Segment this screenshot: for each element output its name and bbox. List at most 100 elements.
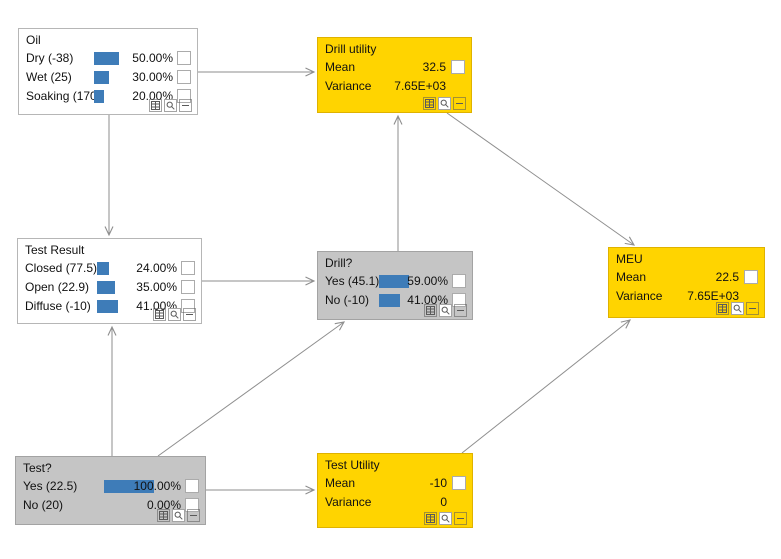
state-label: Dry (-38) xyxy=(26,51,74,65)
state-row: Yes (45.1)59.00% xyxy=(318,272,472,291)
stat-value: 0 xyxy=(440,495,447,509)
node-toolbar xyxy=(149,99,192,112)
minus-icon[interactable] xyxy=(454,304,467,317)
node-title: Oil xyxy=(26,33,41,47)
evidence-checkbox[interactable] xyxy=(452,293,466,307)
evidence-checkbox[interactable] xyxy=(181,261,195,275)
evidence-checkbox[interactable] xyxy=(452,476,466,490)
node-toolbar xyxy=(424,512,467,525)
stat-row: Variance 0 xyxy=(318,493,472,512)
node-test[interactable]: Test? Yes (22.5) 100.00% No (20) 0.00% xyxy=(15,456,206,525)
probability-bar xyxy=(97,262,109,275)
table-icon[interactable] xyxy=(149,99,162,112)
state-row: No (-10) 41.00% xyxy=(318,291,472,310)
probability-label: 24.00% xyxy=(136,261,177,275)
evidence-checkbox[interactable] xyxy=(185,498,199,512)
probability-bar xyxy=(97,281,115,294)
node-toolbar xyxy=(423,97,466,110)
stat-value: 32.5 xyxy=(422,60,446,74)
probability-label: 100.00% xyxy=(133,479,181,493)
evidence-checkbox[interactable] xyxy=(181,280,195,294)
minus-icon[interactable] xyxy=(179,99,192,112)
stat-row: Mean 32.5 xyxy=(318,58,471,77)
node-title: MEU xyxy=(616,252,643,266)
magnifier-icon[interactable] xyxy=(164,99,177,112)
table-icon[interactable] xyxy=(716,302,729,315)
arc-test-utility-to-meu xyxy=(461,319,632,454)
stat-value: -10 xyxy=(429,476,447,490)
stat-label: Variance xyxy=(616,289,663,303)
evidence-checkbox[interactable] xyxy=(177,51,191,65)
evidence-checkbox[interactable] xyxy=(451,60,465,74)
minus-icon[interactable] xyxy=(187,509,200,522)
magnifier-icon[interactable] xyxy=(439,304,452,317)
probability-label: 20.00% xyxy=(132,89,173,103)
state-row: Open (22.9) 35.00% xyxy=(18,278,201,297)
state-row: Yes (22.5) 100.00% xyxy=(16,477,205,496)
magnifier-icon[interactable] xyxy=(438,97,451,110)
node-title: Test? xyxy=(23,461,52,475)
probability-bar xyxy=(97,300,118,313)
node-title: Drill? xyxy=(325,256,353,270)
minus-icon[interactable] xyxy=(453,97,466,110)
state-label: Closed (77.5) xyxy=(25,261,98,275)
node-toolbar xyxy=(153,308,196,321)
probability-label: 41.00% xyxy=(136,299,177,313)
stat-row: Mean -10 xyxy=(318,474,472,493)
stat-label: Mean xyxy=(325,60,356,74)
stat-label: Variance xyxy=(325,495,372,509)
magnifier-icon[interactable] xyxy=(731,302,744,315)
state-label: Yes (22.5) xyxy=(23,479,78,493)
evidence-checkbox[interactable] xyxy=(452,274,466,288)
node-toolbar xyxy=(716,302,759,315)
probability-bar xyxy=(379,294,400,307)
probability-bar xyxy=(94,52,119,65)
table-icon[interactable] xyxy=(153,308,166,321)
stat-label: Mean xyxy=(325,476,356,490)
state-label: Yes (45.1) xyxy=(325,274,380,288)
probability-label: 41.00% xyxy=(407,293,448,307)
evidence-checkbox[interactable] xyxy=(744,270,758,284)
state-label: Wet (25) xyxy=(26,70,72,84)
evidence-checkbox[interactable] xyxy=(181,299,195,313)
magnifier-icon[interactable] xyxy=(172,509,185,522)
state-label: Open (22.9) xyxy=(25,280,90,294)
magnifier-icon[interactable] xyxy=(439,512,452,525)
minus-icon[interactable] xyxy=(746,302,759,315)
arc-test-to-drill xyxy=(157,321,346,457)
probability-bar xyxy=(379,275,409,288)
state-row: Wet (25)30.00% xyxy=(19,68,197,87)
evidence-checkbox[interactable] xyxy=(177,70,191,84)
node-title: Test Result xyxy=(25,243,85,257)
stat-label: Mean xyxy=(616,270,647,284)
table-icon[interactable] xyxy=(423,97,436,110)
state-row: No (20) 0.00% xyxy=(16,496,205,515)
node-title: Test Utility xyxy=(325,458,380,472)
minus-icon[interactable] xyxy=(183,308,196,321)
table-icon[interactable] xyxy=(157,509,170,522)
arc-drill-utility-to-meu xyxy=(446,112,636,246)
magnifier-icon[interactable] xyxy=(168,308,181,321)
table-icon[interactable] xyxy=(424,304,437,317)
node-drill[interactable]: Drill? Yes (45.1)59.00% No (-10) 41.00% xyxy=(317,251,473,320)
state-label: No (-10) xyxy=(325,293,370,307)
node-toolbar xyxy=(157,509,200,522)
state-row: Dry (-38)50.00% xyxy=(19,49,197,68)
table-icon[interactable] xyxy=(424,512,437,525)
probability-label: 35.00% xyxy=(136,280,177,294)
evidence-checkbox[interactable] xyxy=(185,479,199,493)
state-label: No (20) xyxy=(23,498,64,512)
probability-bar xyxy=(94,90,104,103)
probability-label: 0.00% xyxy=(146,498,181,512)
minus-icon[interactable] xyxy=(454,512,467,525)
probability-bar xyxy=(94,71,109,84)
